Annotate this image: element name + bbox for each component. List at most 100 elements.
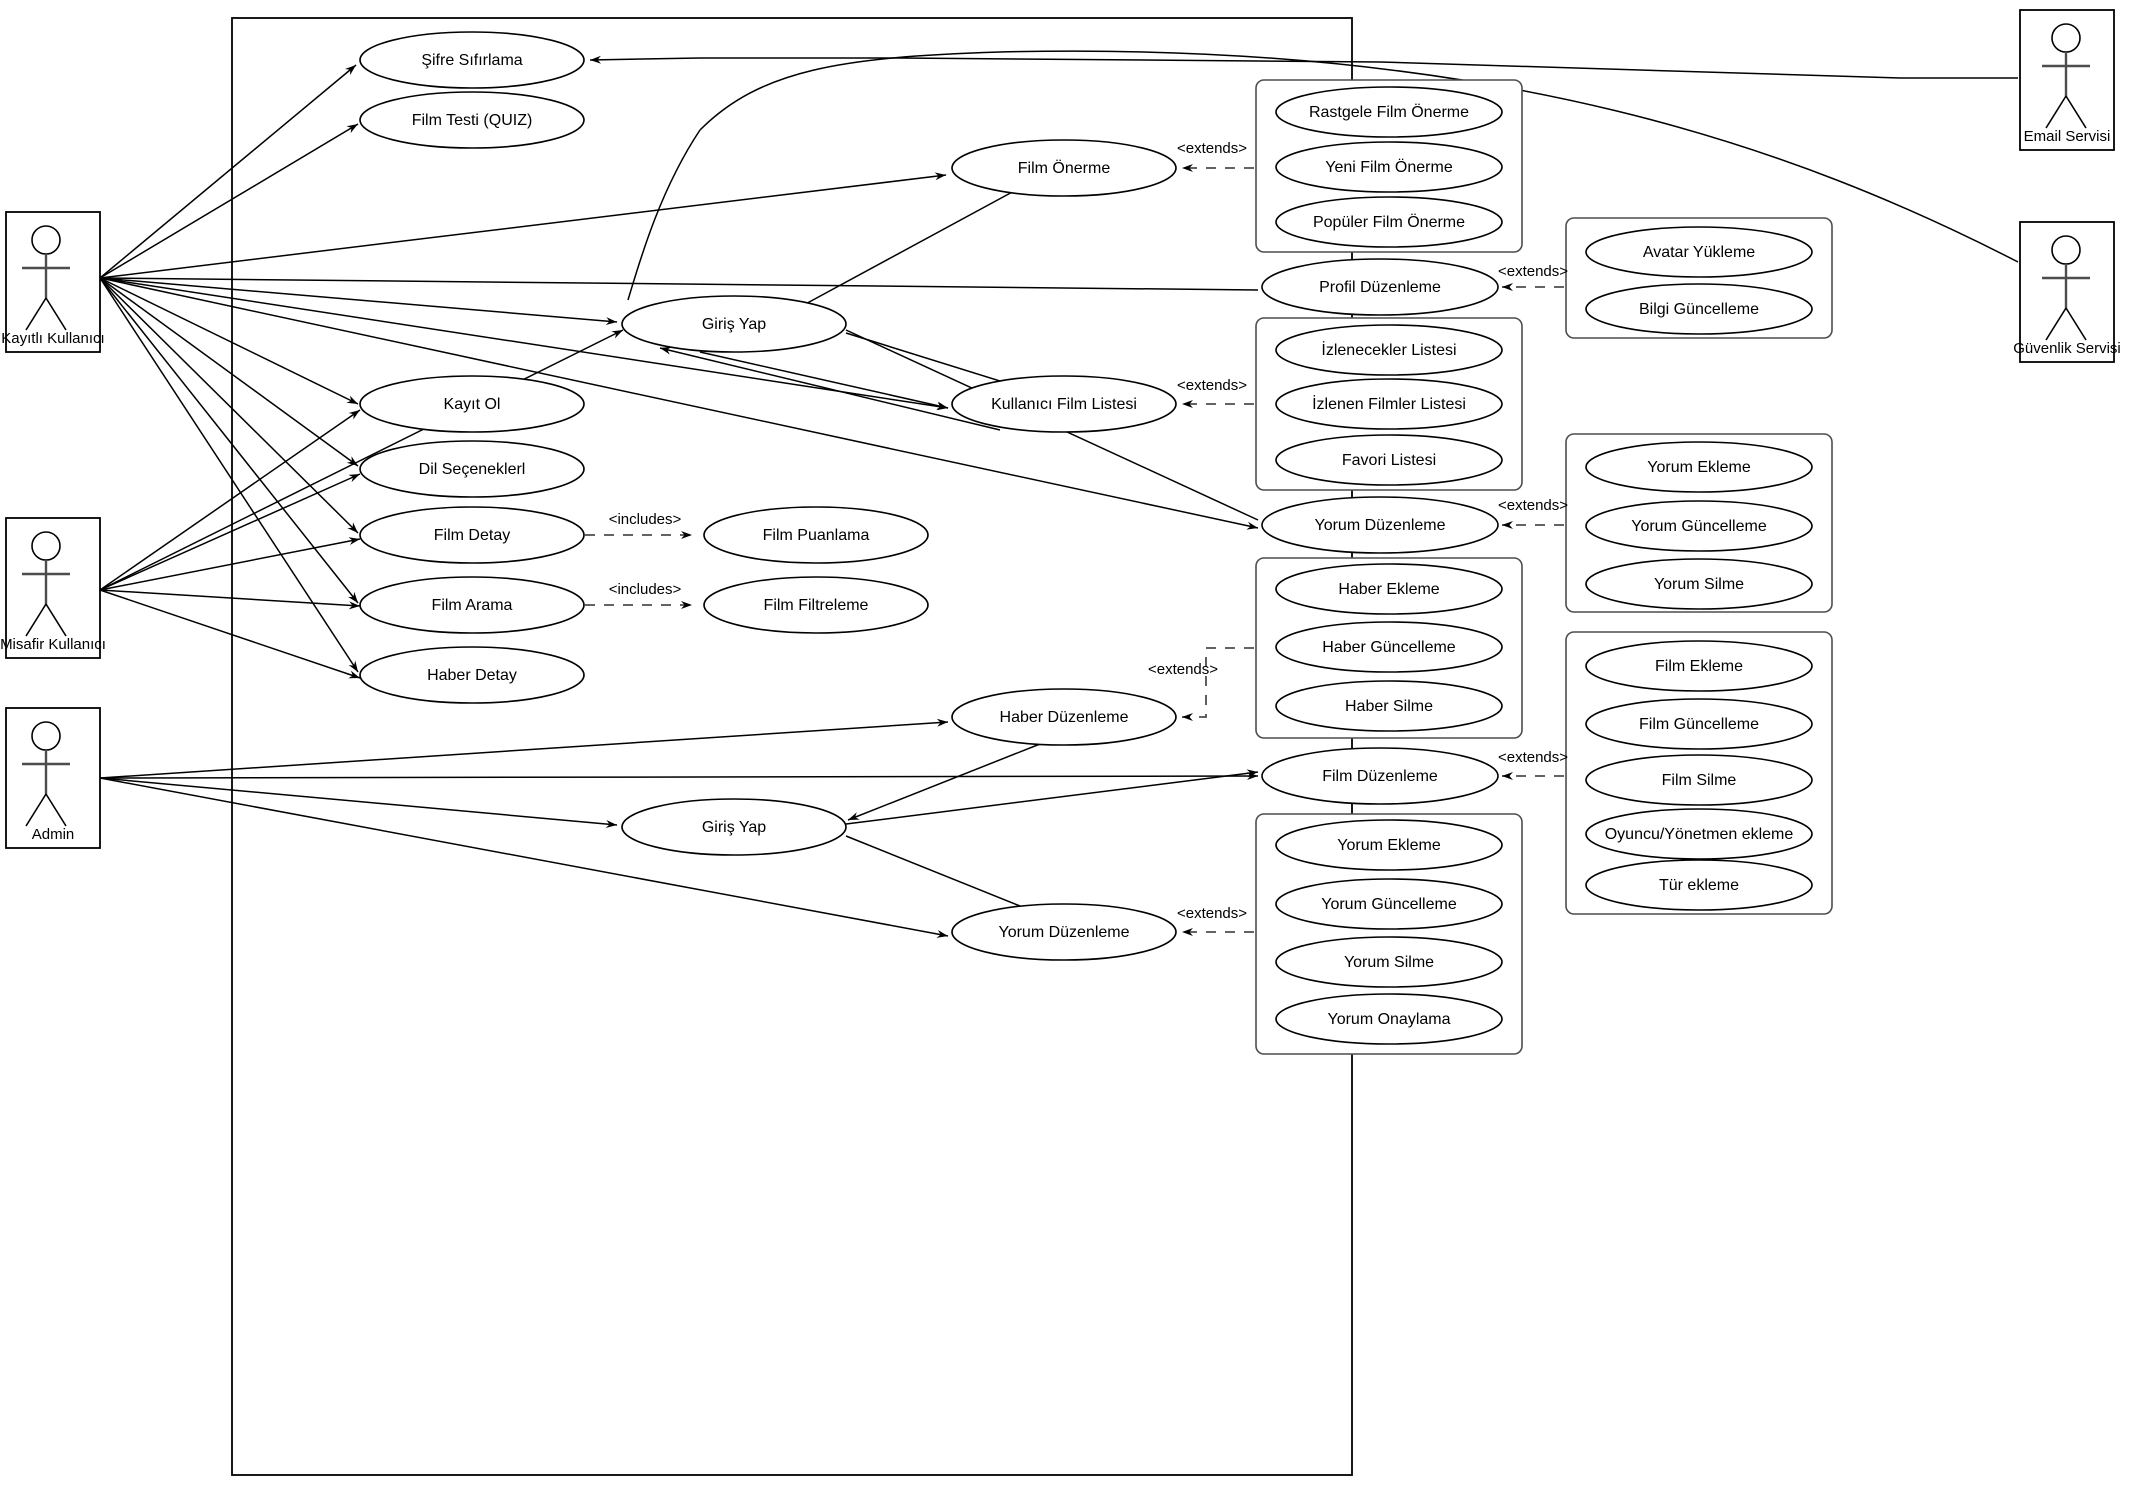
use-case-label: Profil Düzenleme — [1319, 279, 1441, 296]
use-case-ellipse[interactable] — [1261, 496, 1499, 554]
use-case-film-silme[interactable]: Film Silme — [1585, 754, 1813, 806]
use-case-ellipse[interactable] — [951, 139, 1177, 197]
use-case-yorum-guncelleme-admin[interactable]: Yorum Güncelleme — [1275, 878, 1503, 930]
use-case-ellipse[interactable] — [1275, 878, 1503, 930]
use-case-ellipse[interactable] — [359, 576, 585, 634]
use-case-film-detay[interactable]: Film Detay — [359, 506, 585, 564]
use-case-yorum-onaylama[interactable]: Yorum Onaylama — [1275, 993, 1503, 1045]
use-case-ellipse[interactable] — [951, 903, 1177, 961]
use-case-tur-ekleme[interactable]: Tür ekleme — [1585, 859, 1813, 911]
use-case-haber-silme[interactable]: Haber Silme — [1275, 680, 1503, 732]
dep-grphaber-haberduz — [1182, 647, 1254, 721]
dependency-arrows — [585, 164, 1564, 936]
use-case-ellipse[interactable] — [1275, 86, 1503, 138]
assoc-kayitli-dil — [99, 277, 359, 467]
assoc-haberduz-girisyap2 — [847, 743, 1041, 821]
use-case-yorum-silme-admin[interactable]: Yorum Silme — [1275, 936, 1503, 988]
use-case-film-ekleme[interactable]: Film Ekleme — [1585, 640, 1813, 692]
use-case-ellipse[interactable] — [359, 440, 585, 498]
use-case-yeni-film-onerme[interactable]: Yeni Film Önerme — [1275, 141, 1503, 193]
use-case-giris-yap-admin[interactable]: Giriş Yap — [621, 798, 847, 856]
use-case-kayit-ol[interactable]: Kayıt Ol — [359, 375, 585, 433]
use-case-ellipse[interactable] — [1275, 993, 1503, 1045]
use-case-haber-ekleme[interactable]: Haber Ekleme — [1275, 563, 1503, 615]
use-case-ellipse[interactable] — [1585, 640, 1813, 692]
use-case-giris-yap-kullanici[interactable]: Giriş Yap — [621, 295, 847, 353]
actor-guvenlik-servisi[interactable]: Güvenlik Servisi — [2013, 221, 2121, 363]
use-case-ellipse[interactable] — [951, 688, 1177, 746]
use-case-film-filtreleme[interactable]: Film Filtreleme — [703, 576, 929, 634]
use-case-ellipse[interactable] — [1585, 808, 1813, 860]
use-case-film-onerme[interactable]: Film Önerme — [951, 139, 1177, 197]
use-case-bilgi-guncelleme[interactable]: Bilgi Güncelleme — [1585, 283, 1813, 335]
use-case-ellipse[interactable] — [1585, 500, 1813, 552]
use-case-ellipse[interactable] — [1261, 258, 1499, 316]
use-case-haber-detay[interactable]: Haber Detay — [359, 646, 585, 704]
use-case-sifre-sifirlama[interactable]: Şifre Sıfırlama — [359, 31, 585, 89]
use-case-ellipse[interactable] — [1585, 698, 1813, 750]
use-case-izlenecekler-listesi[interactable]: İzlenecekler Listesi — [1275, 324, 1503, 376]
use-case-ellipse[interactable] — [1275, 434, 1503, 486]
use-case-ellipse[interactable] — [621, 295, 847, 353]
use-case-ellipse[interactable] — [1585, 226, 1813, 278]
use-case-ellipse[interactable] — [1275, 324, 1503, 376]
use-case-ellipse[interactable] — [1585, 441, 1813, 493]
use-case-ellipse[interactable] — [703, 576, 929, 634]
use-case-ellipse[interactable] — [703, 506, 929, 564]
use-case-ellipse[interactable] — [359, 31, 585, 89]
use-case-avatar-yukleme[interactable]: Avatar Yükleme — [1585, 226, 1813, 278]
use-case-ellipse[interactable] — [359, 646, 585, 704]
use-case-ellipse[interactable] — [1275, 621, 1503, 673]
actor-email-servisi[interactable]: Email Servisi — [2019, 9, 2115, 151]
use-case-yorum-ekleme-kullanici[interactable]: Yorum Ekleme — [1585, 441, 1813, 493]
assoc-kayitli-quiz — [99, 123, 359, 279]
actor-kayitli-kullanici[interactable]: Kayıtlı Kullanıcı — [1, 211, 105, 353]
use-case-ellipse[interactable] — [1275, 680, 1503, 732]
use-case-film-arama[interactable]: Film Arama — [359, 576, 585, 634]
use-case-rastgele-film-onerme[interactable]: Rastgele Film Önerme — [1275, 86, 1503, 138]
use-case-film-testi-quiz[interactable]: Film Testi (QUIZ) — [359, 91, 585, 149]
use-case-ellipse[interactable] — [1585, 859, 1813, 911]
use-case-label: Dil Seçeneklerl — [419, 461, 526, 478]
use-case-ellipse[interactable] — [1275, 141, 1503, 193]
assoc-admin-girisyap2 — [99, 777, 618, 828]
use-case-oyuncu-yonetmen-ekleme[interactable]: Oyuncu/Yönetmen ekleme — [1585, 808, 1813, 860]
use-case-ellipse[interactable] — [951, 375, 1177, 433]
use-case-film-guncelleme[interactable]: Film Güncelleme — [1585, 698, 1813, 750]
use-case-film-duzenleme[interactable]: Film Düzenleme — [1261, 747, 1499, 805]
use-case-label: Film Silme — [1662, 772, 1737, 789]
use-case-ellipse[interactable] — [1275, 378, 1503, 430]
assoc-misafir-girisyap — [99, 329, 624, 591]
use-case-ellipse[interactable] — [1275, 196, 1503, 248]
use-case-yorum-ekleme-admin[interactable]: Yorum Ekleme — [1275, 819, 1503, 871]
use-case-ellipse[interactable] — [1261, 747, 1499, 805]
use-case-ellipse[interactable] — [621, 798, 847, 856]
use-case-ellipse[interactable] — [1275, 819, 1503, 871]
use-case-haber-guncelleme[interactable]: Haber Güncelleme — [1275, 621, 1503, 673]
use-case-yorum-silme-kullanici[interactable]: Yorum Silme — [1585, 558, 1813, 610]
use-case-ellipse[interactable] — [359, 506, 585, 564]
use-case-ellipse[interactable] — [1275, 563, 1503, 615]
actor-leg-left-icon — [25, 603, 47, 637]
use-case-ellipse[interactable] — [1585, 558, 1813, 610]
use-case-yorum-guncelleme-kullanici[interactable]: Yorum Güncelleme — [1585, 500, 1813, 552]
use-case-favori-listesi[interactable]: Favori Listesi — [1275, 434, 1503, 486]
use-case-film-puanlama[interactable]: Film Puanlama — [703, 506, 929, 564]
use-case-ellipse[interactable] — [1275, 936, 1503, 988]
use-case-izlenen-filmler-listesi[interactable]: İzlenen Filmler Listesi — [1275, 378, 1503, 430]
use-case-ellipse[interactable] — [1585, 754, 1813, 806]
use-case-dil-secenekleri[interactable]: Dil Seçeneklerl — [359, 440, 585, 498]
use-case-populer-film-onerme[interactable]: Popüler Film Önerme — [1275, 196, 1503, 248]
use-case-kullanici-film-listesi[interactable]: Kullanıcı Film Listesi — [951, 375, 1177, 433]
use-case-yorum-duzenleme-kullanici[interactable]: Yorum Düzenleme — [1261, 496, 1499, 554]
use-case-ellipse[interactable] — [1585, 283, 1813, 335]
use-case-ellipse[interactable] — [359, 375, 585, 433]
actor-admin[interactable]: Admin — [5, 707, 101, 849]
use-case-haber-duzenleme[interactable]: Haber Düzenleme — [951, 688, 1177, 746]
use-case-ellipse[interactable] — [359, 91, 585, 149]
actor-misafir-kullanici[interactable]: Misafir Kullanıcı — [0, 517, 106, 659]
use-case-label: Yorum Düzenleme — [1314, 517, 1445, 534]
use-case-profil-duzenleme[interactable]: Profil Düzenleme — [1261, 258, 1499, 316]
use-case-yorum-duzenleme-admin[interactable]: Yorum Düzenleme — [951, 903, 1177, 961]
use-case-label: Şifre Sıfırlama — [421, 52, 522, 69]
